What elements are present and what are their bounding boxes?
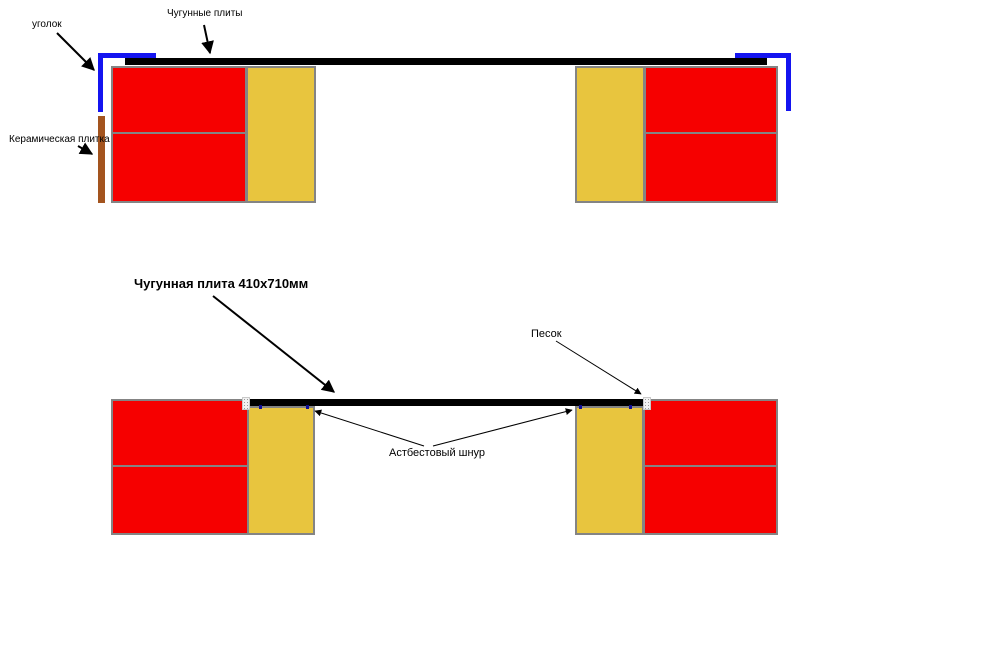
label-cast-iron-plates: Чугунные плиты	[167, 8, 243, 19]
fireclay-block-cell	[249, 408, 313, 533]
red-brick-cell	[113, 68, 245, 132]
red-brick-cell	[645, 467, 776, 533]
arrow-asbestos-cord-right	[432, 408, 573, 447]
label-sand: Песок	[531, 328, 562, 340]
red-brick-cell	[646, 134, 776, 201]
arrow-cast-iron-plates-label	[201, 24, 214, 55]
red-brick-cell	[646, 68, 776, 132]
arrow-ceramic-tile-label	[77, 142, 94, 155]
fireclay-block-cell	[577, 408, 642, 533]
arrow-asbestos-cord-left	[314, 409, 425, 447]
masonry-pier-bottom-left	[111, 399, 315, 535]
red-brick-cell	[113, 401, 247, 465]
cast-iron-plate-bottom	[248, 399, 643, 406]
arrow-plate-size-label	[212, 295, 336, 393]
arrow-angle-label	[56, 32, 95, 71]
sand-fill-right	[643, 397, 651, 410]
arrow-sand-label	[555, 340, 642, 395]
cast-iron-plate-top	[125, 58, 767, 65]
label-angle: уголок	[32, 19, 62, 30]
asbestos-cord-dot	[579, 405, 582, 409]
label-ceramic-tile: Керамическая плитка	[9, 134, 110, 145]
fireclay-block-cell	[248, 68, 314, 201]
red-brick-cell	[645, 401, 776, 465]
label-plate-size: Чугунная плита 410x710мм	[134, 276, 309, 291]
red-brick-cell	[113, 467, 247, 533]
steel-angle-right	[735, 53, 791, 111]
ceramic-tile-strip	[98, 116, 105, 203]
steel-angle-left	[98, 53, 156, 112]
fireclay-block-cell	[577, 68, 643, 201]
masonry-pier-top-right	[575, 66, 778, 203]
red-brick-cell	[113, 134, 245, 201]
sand-fill-left	[242, 397, 250, 410]
masonry-pier-bottom-right	[575, 399, 778, 535]
asbestos-cord-dot	[306, 405, 309, 409]
masonry-pier-top-left	[111, 66, 316, 203]
label-asbestos-cord: Астбестовый шнур	[389, 447, 486, 459]
asbestos-cord-dot	[259, 405, 262, 409]
asbestos-cord-dot	[629, 405, 632, 409]
